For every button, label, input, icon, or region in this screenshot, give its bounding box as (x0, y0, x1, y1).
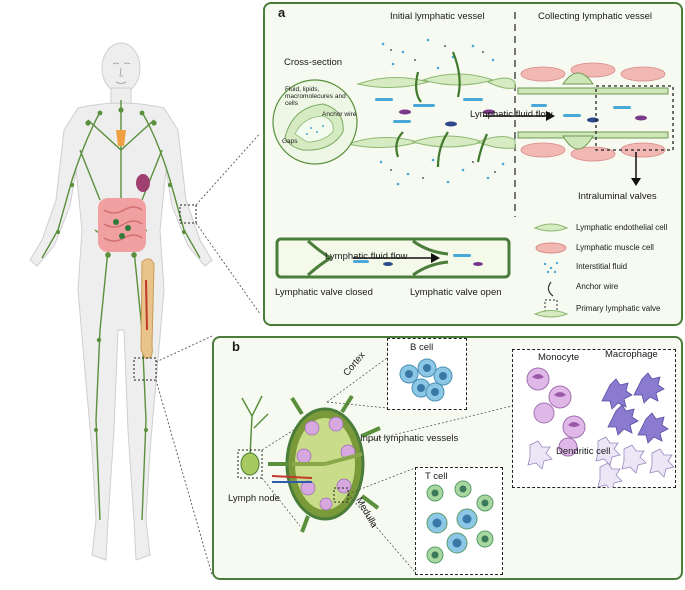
spleen-icon (136, 174, 150, 192)
legend-valve-label: Primary lymphatic valve (576, 304, 661, 313)
input-vessels-label: Input lymphatic vessels (360, 433, 459, 444)
valve-open-label: Lymphatic valve open (410, 287, 502, 298)
t-cell-cluster (426, 480, 494, 564)
legend-muscle-label: Lymphatic muscle cell (576, 243, 654, 252)
intraluminal-valves-label: Intraluminal valves (578, 191, 657, 202)
flow-label-bottom: Lymphatic fluid flow (325, 251, 408, 262)
zoom-box-leg (133, 357, 157, 381)
femur-bone-icon (140, 258, 155, 359)
t-cell-label: T cell (425, 471, 448, 482)
innate-cells-artwork (526, 367, 675, 488)
zoom-box-arm (179, 204, 197, 224)
collecting-vessel-label: Collecting lymphatic vessel (538, 11, 653, 22)
legend-icons (533, 223, 569, 318)
panel-a-letter: a (278, 5, 286, 20)
b-cell-cluster (399, 358, 453, 402)
lymph-node-label: Lymph node (228, 493, 280, 504)
macrophage-label: Macrophage (605, 349, 658, 360)
gaps-label: Gaps (282, 138, 298, 145)
initial-vessel-label: Initial lymphatic vessel (390, 11, 485, 22)
legend-endothelial-label: Lymphatic endothelial cell (576, 223, 668, 232)
panel-a-artwork (272, 12, 674, 318)
cross-section-label: Cross-section (284, 57, 343, 68)
b-cell-label: B cell (410, 342, 434, 353)
legend-fluid-label: Interstitial fluid (576, 262, 628, 271)
legend-anchor-label: Anchor wire (576, 282, 619, 291)
valve-closed-label: Lymphatic valve closed (275, 287, 373, 298)
thymus-icon (116, 130, 126, 146)
fluid-note-label: Fluid, lipids, macromolecures and cells (285, 86, 346, 108)
anchor-wire-inline-label: Anchor wire (322, 111, 357, 118)
panel-b-letter: b (232, 339, 240, 354)
dendritic-cell-label: Dendritic cell (556, 446, 611, 457)
human-body-illustration (29, 42, 260, 576)
monocyte-label: Monocyte (538, 352, 580, 363)
intestine-icon (98, 198, 146, 252)
flow-label-top: Lymphatic fluid flow (470, 109, 553, 120)
panel-b-artwork (237, 357, 513, 573)
